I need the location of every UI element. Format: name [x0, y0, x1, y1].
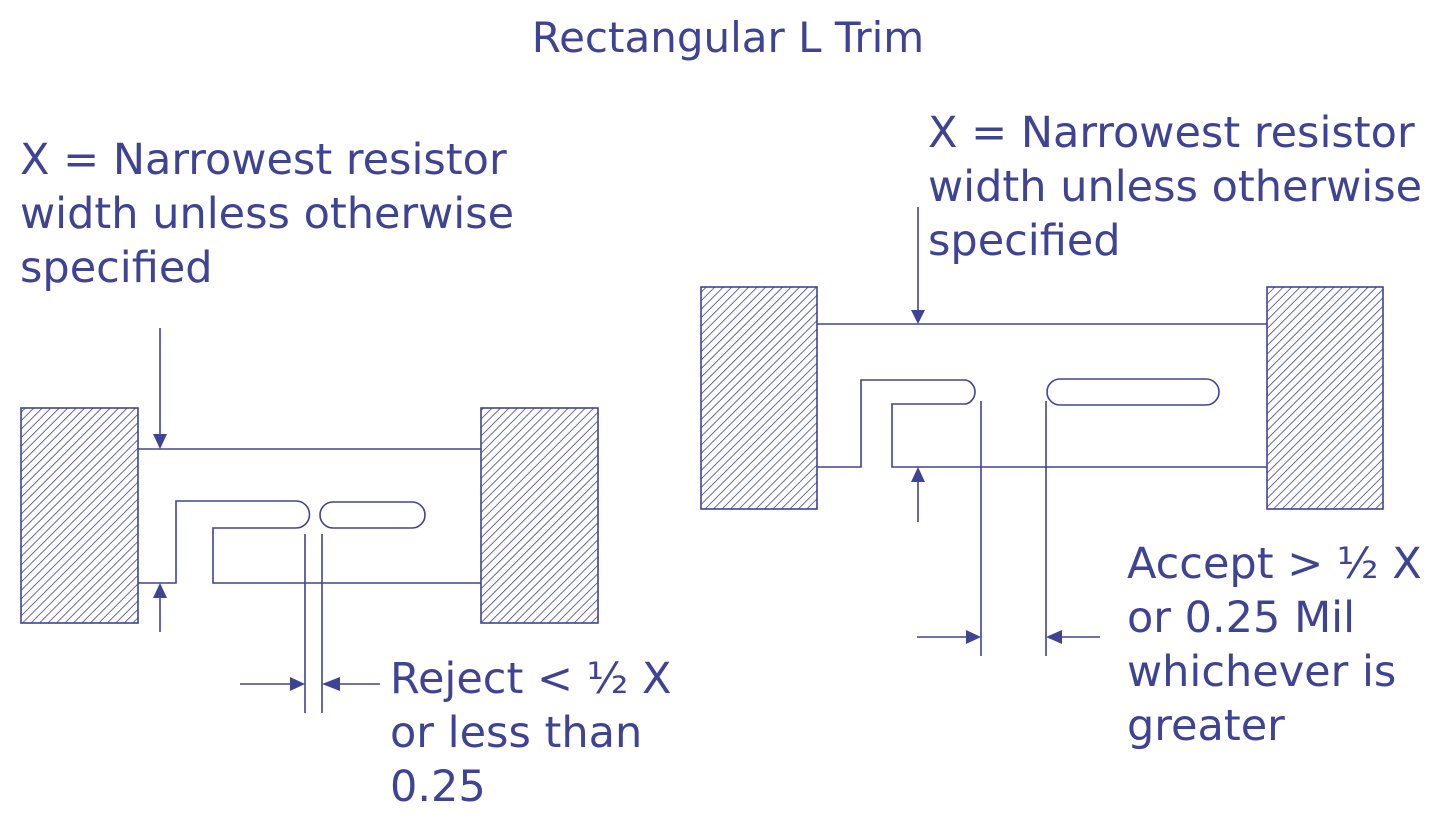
- left-resistor-bottom-edge-with-l-cut: [138, 500, 481, 584]
- left-gap-arrowhead-right: [290, 677, 305, 691]
- right-gap-arrowhead-left: [1046, 630, 1062, 644]
- left-gap-arrowhead-left: [322, 677, 340, 691]
- left-width-arrowhead-up: [153, 583, 167, 598]
- right-width-arrowhead-up: [911, 467, 925, 482]
- right-resistor-bottom-edge-with-l-cut: [817, 379, 1267, 468]
- left-terminal-pad-a: [20, 407, 139, 624]
- right-resistor: [700, 207, 1384, 656]
- reject-callout: Reject < ½ X or less than 0.25: [390, 654, 672, 812]
- left-width-arrowhead-down: [153, 434, 167, 449]
- page-title: Rectangular L Trim: [531, 13, 925, 62]
- right-width-arrowhead-down: [911, 310, 925, 324]
- right-width-note: X = Narrowest resistor width unless othe…: [928, 108, 1423, 266]
- left-terminal-pad-b: [480, 407, 599, 624]
- right-terminal-pad-b: [1266, 286, 1384, 510]
- left-trim-slot: [319, 501, 426, 529]
- right-arrowheads: [911, 310, 1062, 644]
- accept-callout: Accept > ½ X or 0.25 Mil whichever is gr…: [1127, 539, 1422, 751]
- left-width-note: X = Narrowest resistor width unless othe…: [20, 135, 515, 293]
- right-trim-slot: [1046, 378, 1220, 406]
- right-gap-arrowhead-right: [966, 630, 981, 644]
- left-arrowheads: [153, 434, 340, 691]
- right-terminal-pad-a: [700, 286, 818, 510]
- left-resistor: [20, 328, 599, 713]
